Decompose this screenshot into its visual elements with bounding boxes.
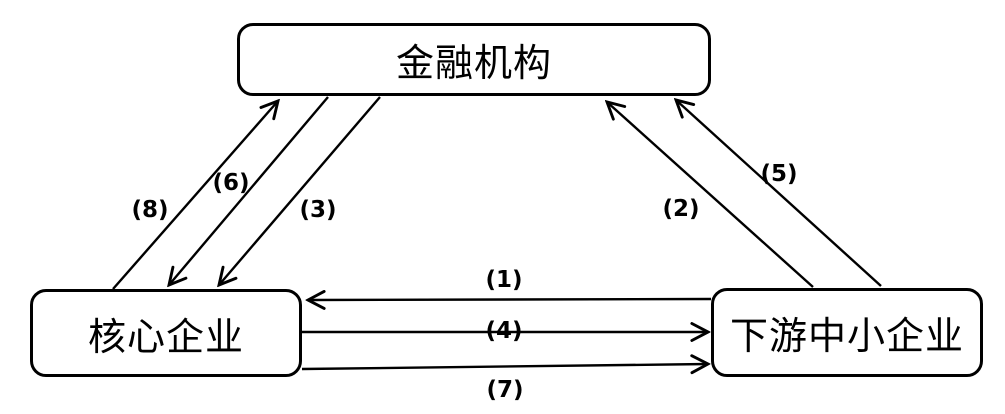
arrow-2-line (607, 102, 814, 288)
node-financial-institution: 金融机构 (237, 23, 711, 96)
arrow-5-line (676, 100, 882, 287)
node-financial-institution-label: 金融机构 (395, 41, 552, 85)
edge-label-1: (1) (485, 267, 523, 293)
edge-label-7: (7) (486, 377, 524, 403)
edge-label-2: (2) (662, 196, 700, 222)
edge-label-5: (5) (760, 161, 798, 187)
edge-label-6: (6) (212, 170, 250, 196)
arrow-8-line (112, 101, 278, 290)
edge-label-8: (8) (131, 197, 169, 223)
arrow-1-line (308, 299, 712, 300)
arrow-7-line (301, 364, 708, 369)
node-downstream-smes-label: 下游中小企业 (729, 314, 964, 358)
edge-label-3: (3) (299, 197, 337, 223)
node-core-enterprise: 核心企业 (30, 289, 302, 377)
edge-label-4: (4) (485, 318, 523, 344)
node-downstream-smes: 下游中小企业 (711, 288, 983, 377)
arrow-3-line (219, 96, 381, 285)
node-core-enterprise-label: 核心企业 (87, 314, 244, 359)
arrow-6-line (169, 96, 329, 285)
